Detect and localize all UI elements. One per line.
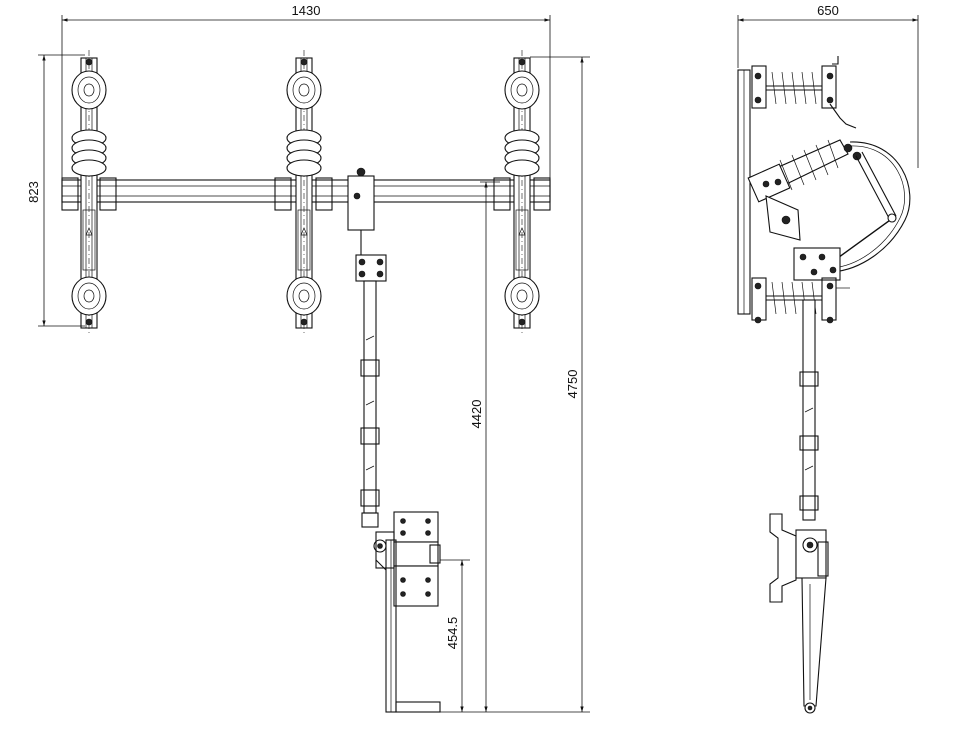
- dim-label-total-height: 4750: [565, 370, 580, 399]
- side-view: 650: [737, 3, 919, 714]
- dim-total-height: 4750: [500, 56, 590, 713]
- dim-label-side-width: 650: [817, 3, 839, 18]
- dim-operating-height: 4420: [440, 181, 500, 713]
- dim-label-front-height: 823: [26, 181, 41, 203]
- operating-rod: [347, 167, 387, 553]
- dim-label-mechanism-height: 454.5: [445, 617, 460, 650]
- front-view: 1430 823 4420 454.5 4750: [26, 3, 590, 713]
- mechanism-box: [375, 511, 441, 713]
- pole-left: [71, 50, 107, 335]
- linkage: [765, 151, 897, 281]
- dim-side-width: 650: [737, 3, 919, 168]
- dim-front-height: 823: [26, 54, 85, 327]
- dim-mechanism-height: 454.5: [440, 559, 470, 712]
- dim-label-operating-height: 4420: [469, 400, 484, 429]
- upper-insulator: [751, 56, 857, 129]
- lower-insulator: [751, 277, 850, 324]
- blade-insulator: [747, 139, 862, 203]
- side-operating-rod: [799, 299, 819, 521]
- pole-middle: [286, 50, 322, 335]
- side-mechanism: [769, 513, 829, 714]
- flexible-cable: [831, 141, 911, 273]
- pole-right: [504, 50, 540, 335]
- dim-front-width: 1430: [61, 3, 551, 178]
- dim-label-front-width: 1430: [292, 3, 321, 18]
